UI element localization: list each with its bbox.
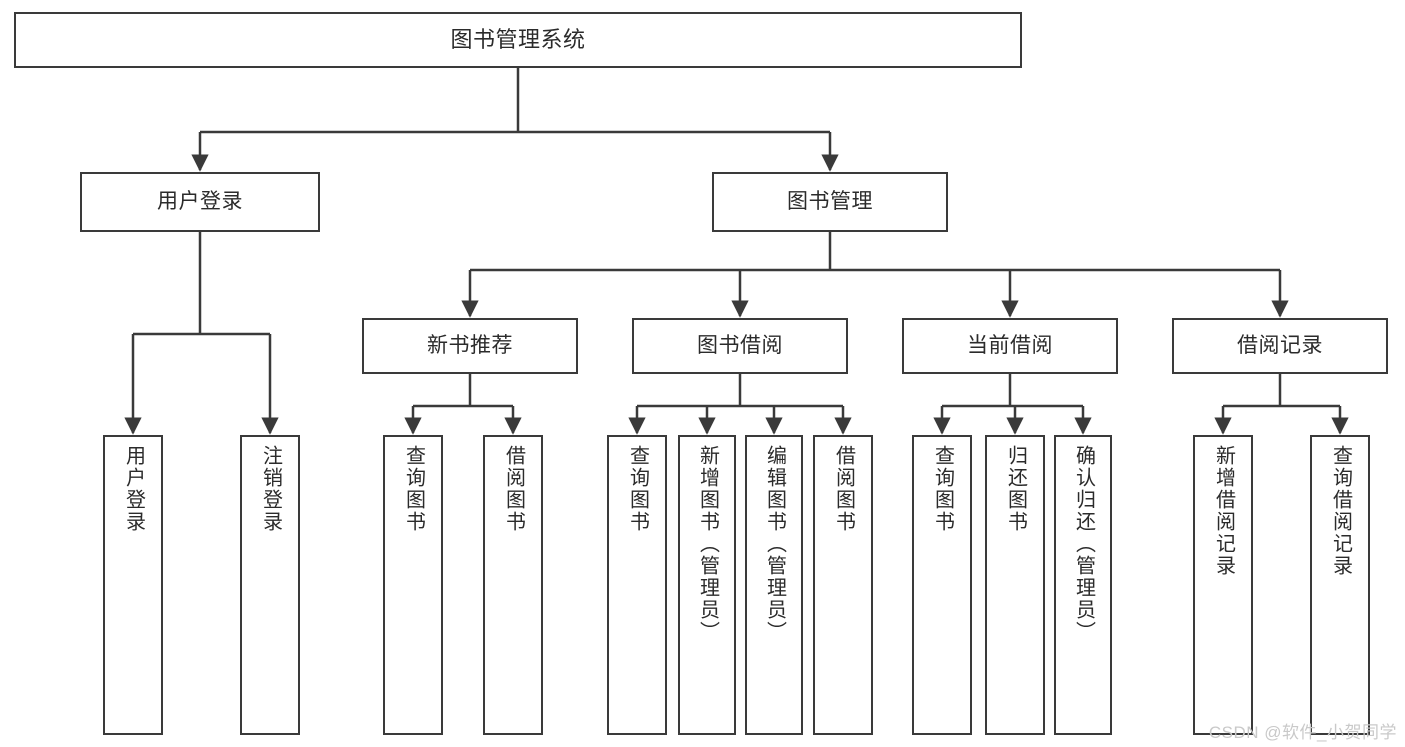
node-label: 归还图书 xyxy=(1004,445,1027,533)
node-label: 借阅记录 xyxy=(1237,333,1323,357)
node-user-login[interactable]: 用户登录 xyxy=(80,172,320,232)
node-label: 用户登录 xyxy=(157,189,243,213)
node-new-book-recommend[interactable]: 新书推荐 xyxy=(362,318,578,374)
node-book-manage[interactable]: 图书管理 xyxy=(712,172,948,232)
node-label: 图书借阅 xyxy=(697,333,783,357)
csdn-watermark: CSDN @软件_小贺同学 xyxy=(1208,723,1397,742)
node-leaf-user-login[interactable]: 用户登录 xyxy=(103,435,163,735)
node-root-system[interactable]: 图书管理系统 xyxy=(14,12,1022,68)
node-leaf-borrow-add-book[interactable]: 新增图书（管理员） xyxy=(678,435,736,735)
node-label: 确认归还（管理员） xyxy=(1072,445,1095,643)
node-borrow-record[interactable]: 借阅记录 xyxy=(1172,318,1388,374)
node-leaf-user-logout[interactable]: 注销登录 xyxy=(240,435,300,735)
node-label: 注销登录 xyxy=(259,445,282,533)
node-label: 新增图书（管理员） xyxy=(696,445,719,643)
node-label: 借阅图书 xyxy=(832,445,855,533)
node-leaf-recommend-query-book[interactable]: 查询图书 xyxy=(383,435,443,735)
node-leaf-current-confirm-return[interactable]: 确认归还（管理员） xyxy=(1054,435,1112,735)
node-label: 用户登录 xyxy=(122,445,145,533)
node-label: 当前借阅 xyxy=(967,333,1053,357)
node-label: 查询图书 xyxy=(402,445,425,533)
node-leaf-borrow-query-book[interactable]: 查询图书 xyxy=(607,435,667,735)
node-current-borrow[interactable]: 当前借阅 xyxy=(902,318,1118,374)
node-label: 新书推荐 xyxy=(427,333,513,357)
node-book-borrow[interactable]: 图书借阅 xyxy=(632,318,848,374)
node-leaf-record-add-record[interactable]: 新增借阅记录 xyxy=(1193,435,1253,735)
node-label: 编辑图书（管理员） xyxy=(763,445,786,643)
node-leaf-current-query-book[interactable]: 查询图书 xyxy=(912,435,972,735)
node-label: 新增借阅记录 xyxy=(1212,445,1235,577)
node-leaf-current-return-book[interactable]: 归还图书 xyxy=(985,435,1045,735)
node-label: 查询借阅记录 xyxy=(1329,445,1352,577)
node-leaf-recommend-borrow-book[interactable]: 借阅图书 xyxy=(483,435,543,735)
node-leaf-record-query-record[interactable]: 查询借阅记录 xyxy=(1310,435,1370,735)
node-leaf-borrow-borrow-book[interactable]: 借阅图书 xyxy=(813,435,873,735)
node-label: 查询图书 xyxy=(626,445,649,533)
node-label: 图书管理 xyxy=(787,189,873,213)
node-label: 查询图书 xyxy=(931,445,954,533)
node-label: 借阅图书 xyxy=(502,445,525,533)
node-label: 图书管理系统 xyxy=(450,27,586,53)
node-leaf-borrow-edit-book[interactable]: 编辑图书（管理员） xyxy=(745,435,803,735)
